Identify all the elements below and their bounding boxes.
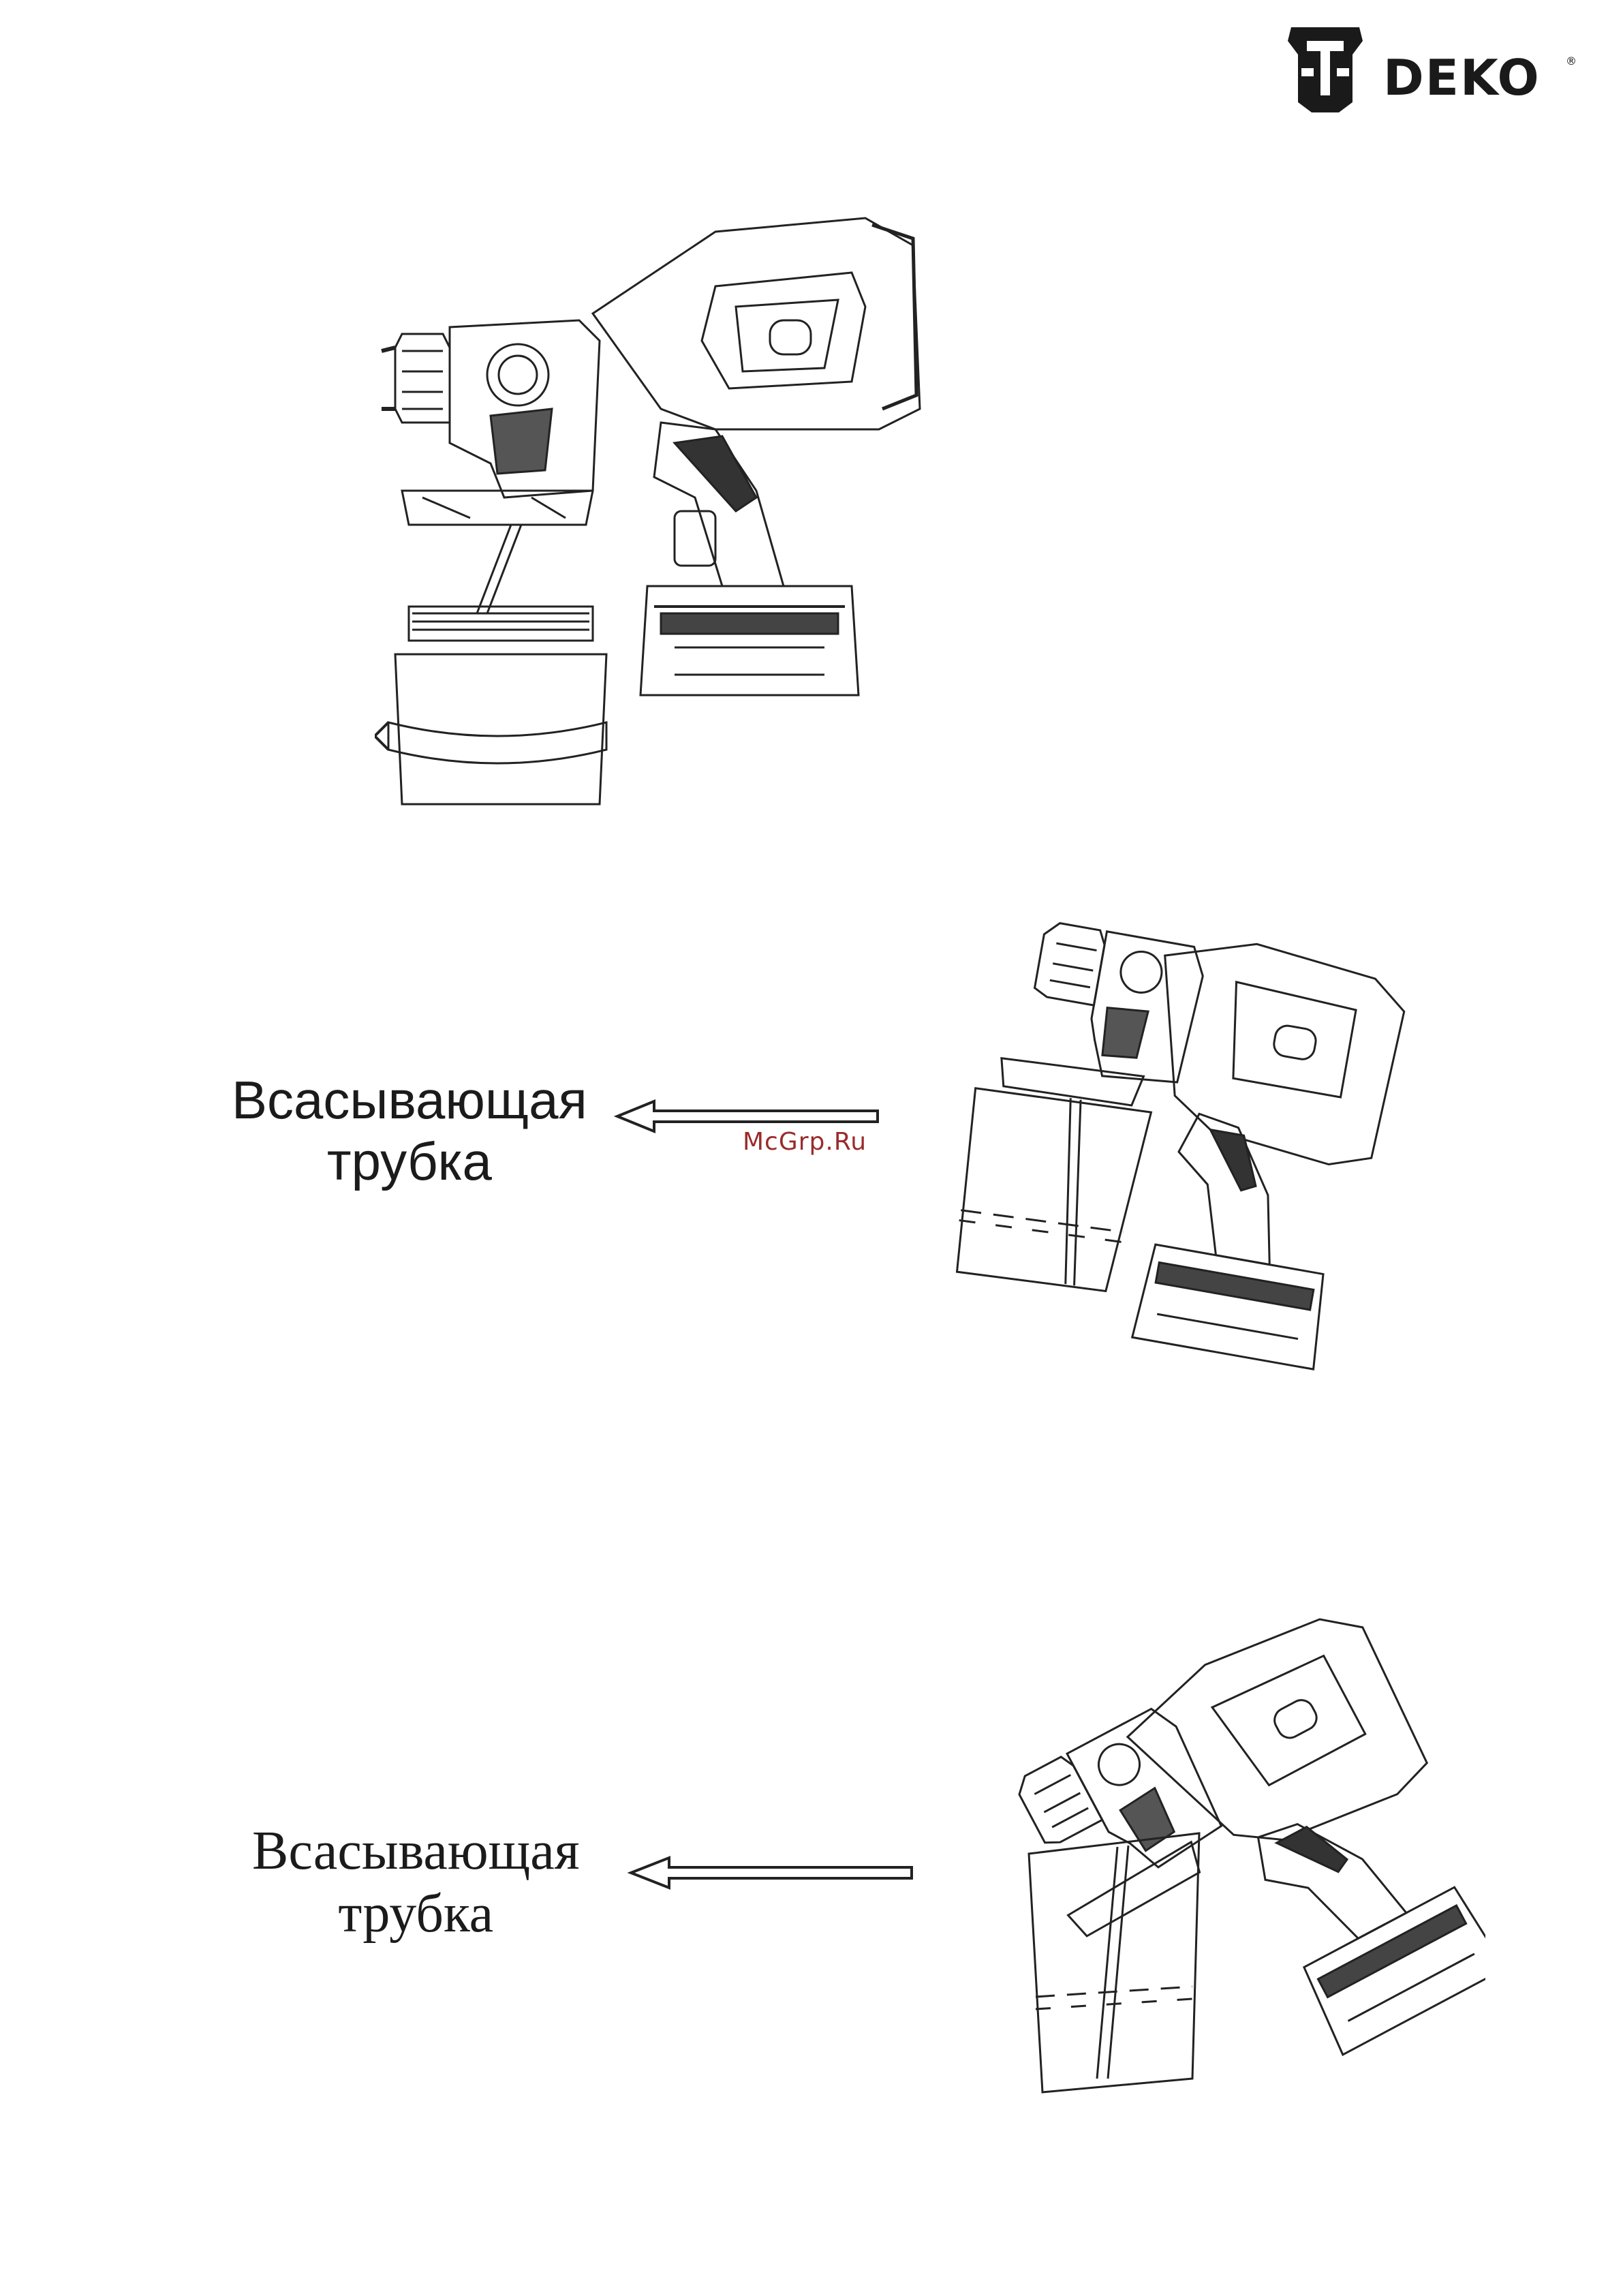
spray-gun-tilted-forward — [906, 920, 1451, 1383]
brand-logo: DEKO ® — [1281, 20, 1574, 116]
brand-name: DEKO — [1383, 49, 1541, 106]
label-line-1: Всасывающая — [252, 1820, 580, 1882]
suction-tube-label: Всасывающая трубка — [232, 1070, 587, 1192]
suction-tube-label: Всасывающая трубка — [252, 1820, 580, 1945]
watermark: McGrp.Ru — [743, 1128, 867, 1156]
spray-gun-tilted-backward — [968, 1588, 1485, 2133]
paint-sprayer-icon — [968, 1588, 1485, 2133]
label-line-1: Всасывающая — [232, 1070, 587, 1131]
left-arrow-icon — [627, 1854, 913, 1892]
paint-sprayer-icon — [375, 204, 988, 818]
deko-helmet-logo-icon — [1281, 20, 1370, 116]
label-line-2: трубка — [232, 1131, 587, 1193]
paint-sprayer-icon — [906, 920, 1451, 1383]
spray-gun-with-container-detached — [375, 204, 988, 818]
registered-mark: ® — [1566, 55, 1577, 67]
label-line-2: трубка — [252, 1882, 580, 1945]
